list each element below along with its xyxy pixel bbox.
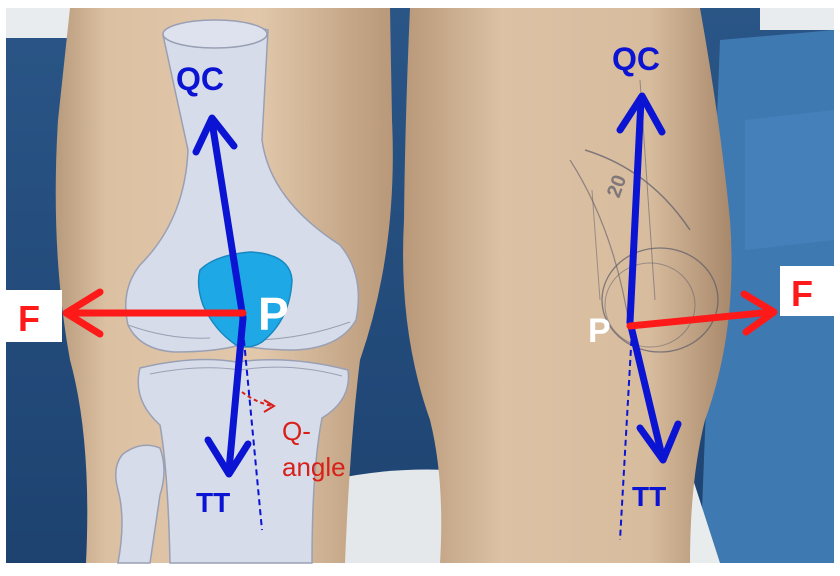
label-q-angle-line1: Q- [282, 416, 311, 446]
label-f-left: F [18, 298, 40, 339]
label-q-angle-line2: angle [282, 452, 346, 482]
label-tt-left: TT [196, 487, 230, 518]
label-qc-left: QC [176, 61, 224, 97]
label-patella-right: P [588, 312, 611, 350]
label-tt-right: TT [632, 481, 666, 512]
label-f-right: F [791, 273, 813, 314]
right-leg-photo: 20 [403, 8, 732, 563]
label-patella-left: P [258, 288, 289, 340]
label-qc-right: QC [612, 41, 660, 77]
